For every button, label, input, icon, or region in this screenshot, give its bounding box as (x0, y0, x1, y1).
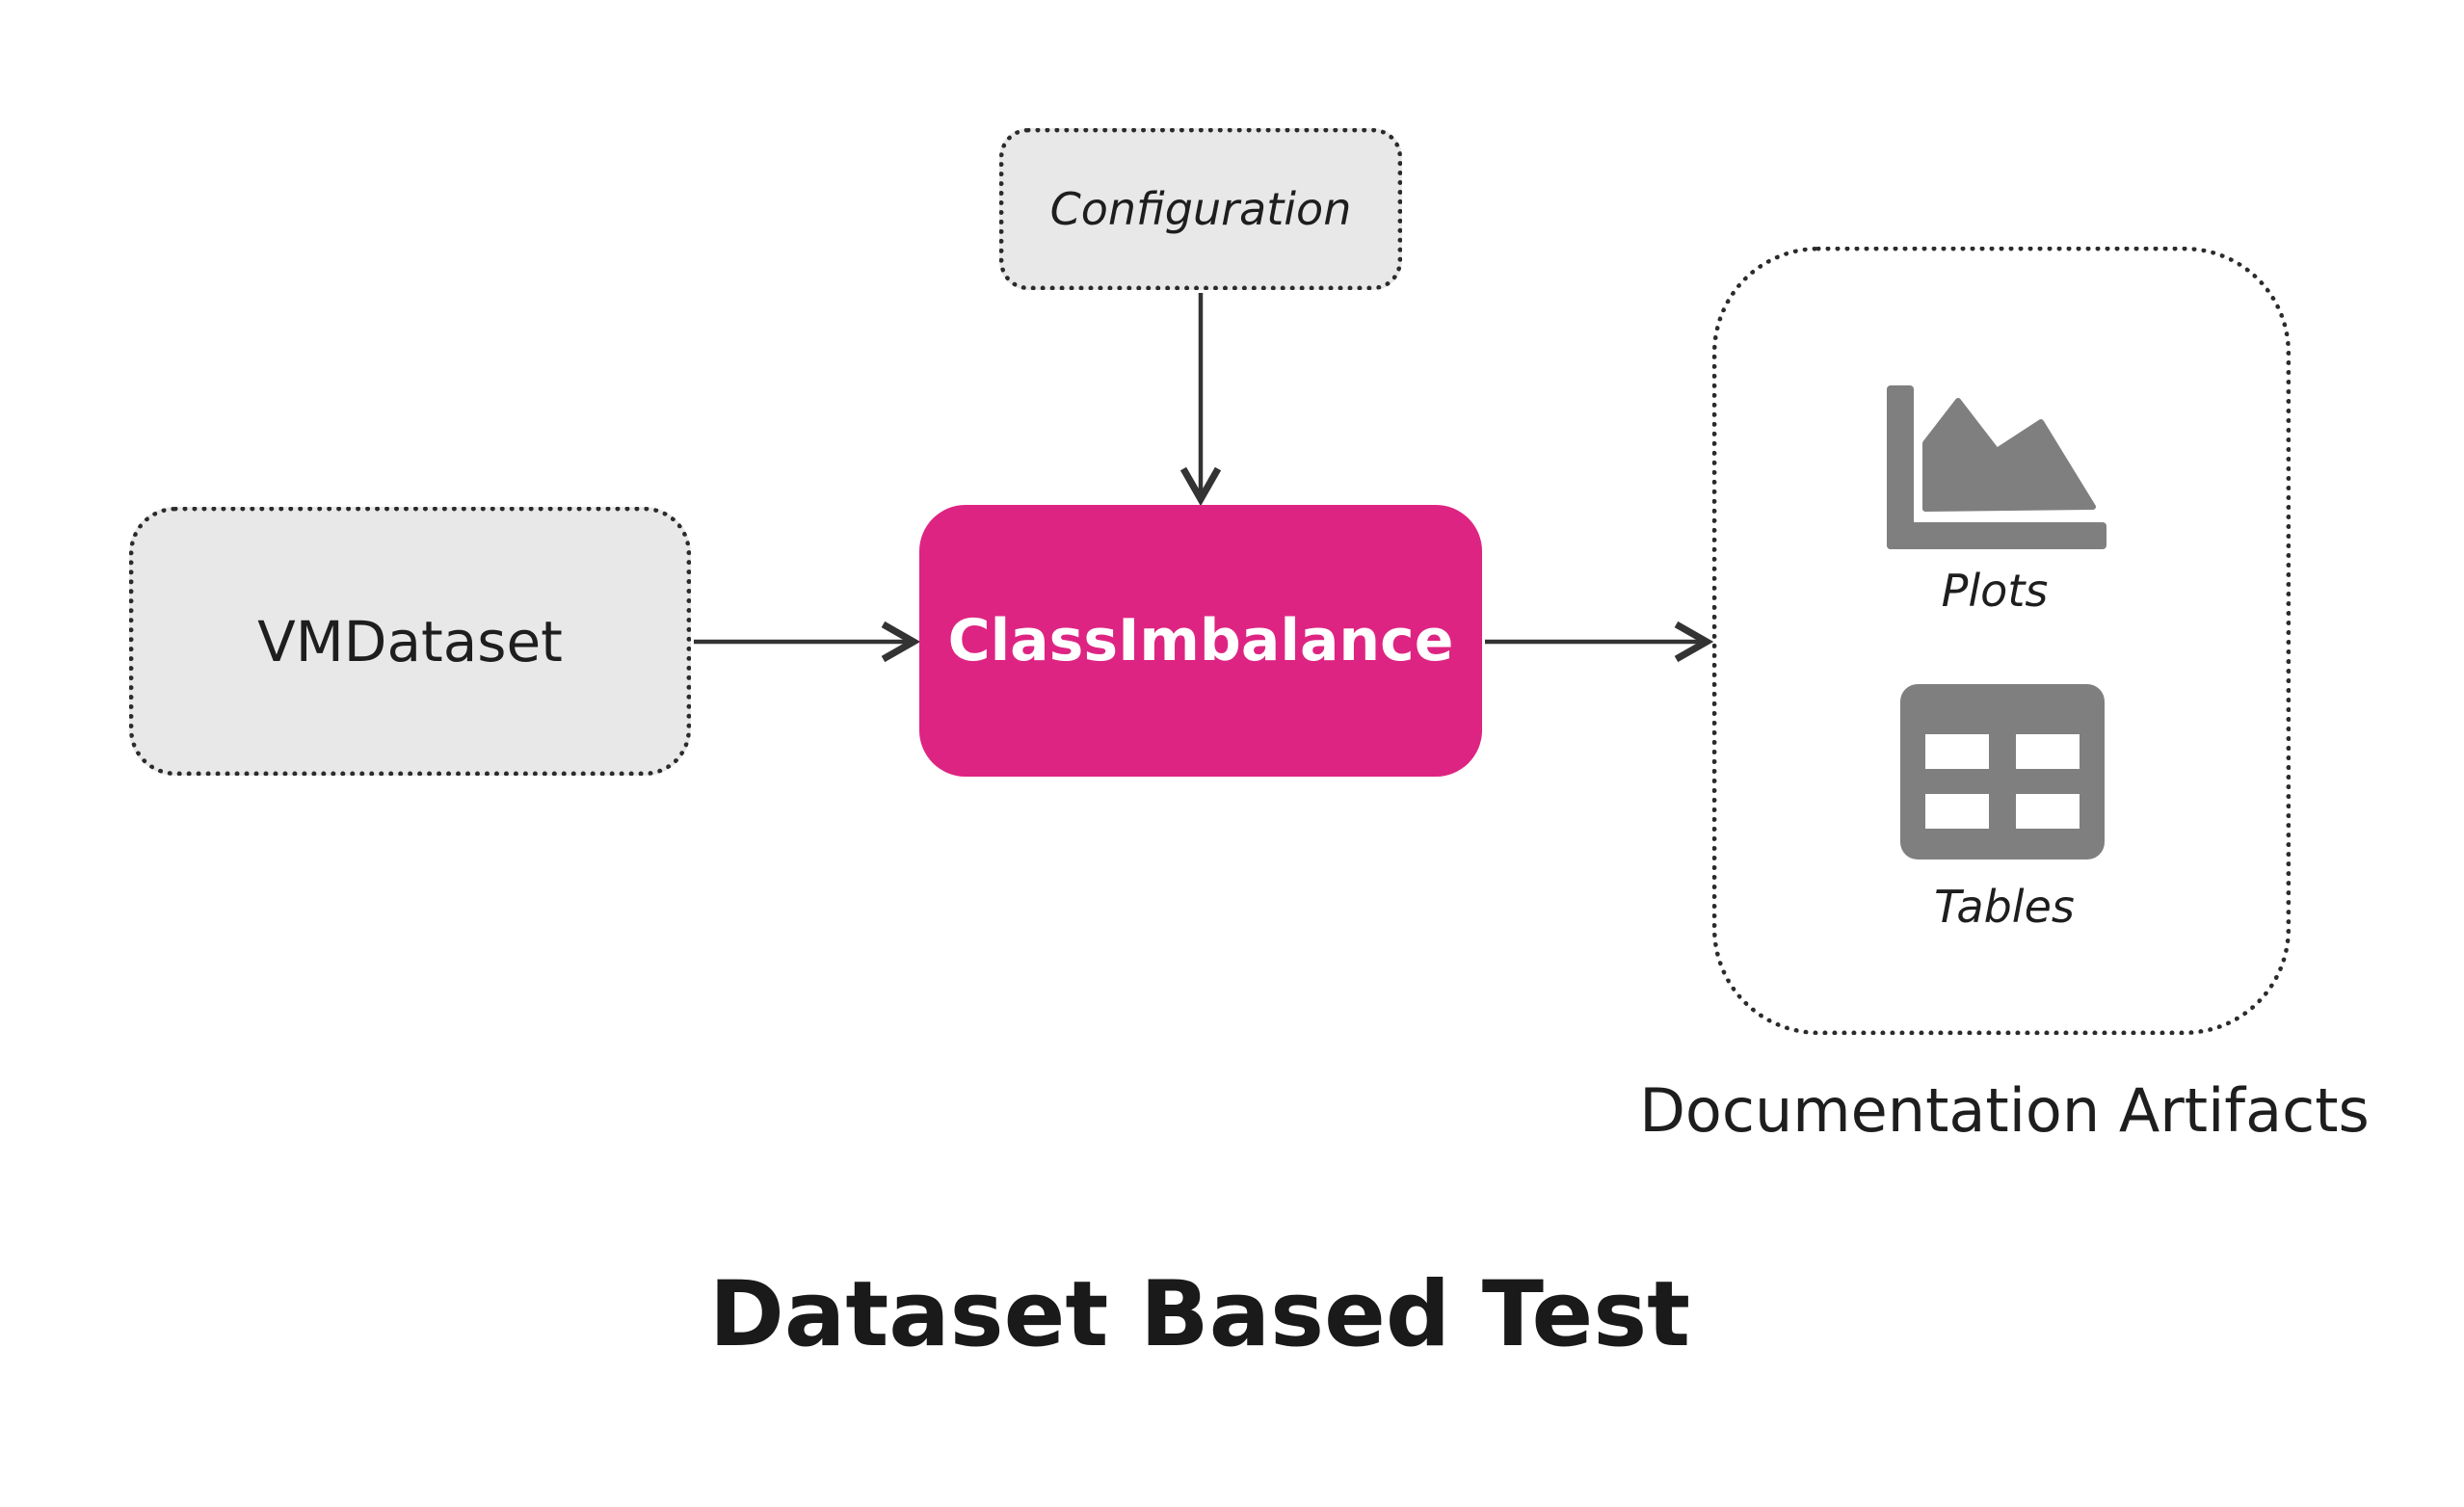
diagram-title: Dataset Based Test (708, 1262, 1691, 1367)
classimbalance-node: ClassImbalance (919, 505, 1482, 777)
documentation-artifacts-caption: Documentation Artifacts (1639, 1075, 2370, 1146)
area-chart-icon (1887, 385, 2106, 549)
vmdataset-node: VMDataset (129, 507, 691, 776)
tables-label: Tables (1934, 881, 2075, 933)
table-icon (1900, 684, 2105, 859)
vmdataset-label: VMDataset (257, 608, 563, 674)
configuration-label: Configuration (1049, 183, 1352, 235)
classimbalance-label: ClassImbalance (947, 607, 1454, 674)
documentation-artifacts-box (1712, 247, 2291, 1035)
plots-label: Plots (1941, 565, 2049, 617)
configuration-node: Configuration (999, 128, 1402, 290)
